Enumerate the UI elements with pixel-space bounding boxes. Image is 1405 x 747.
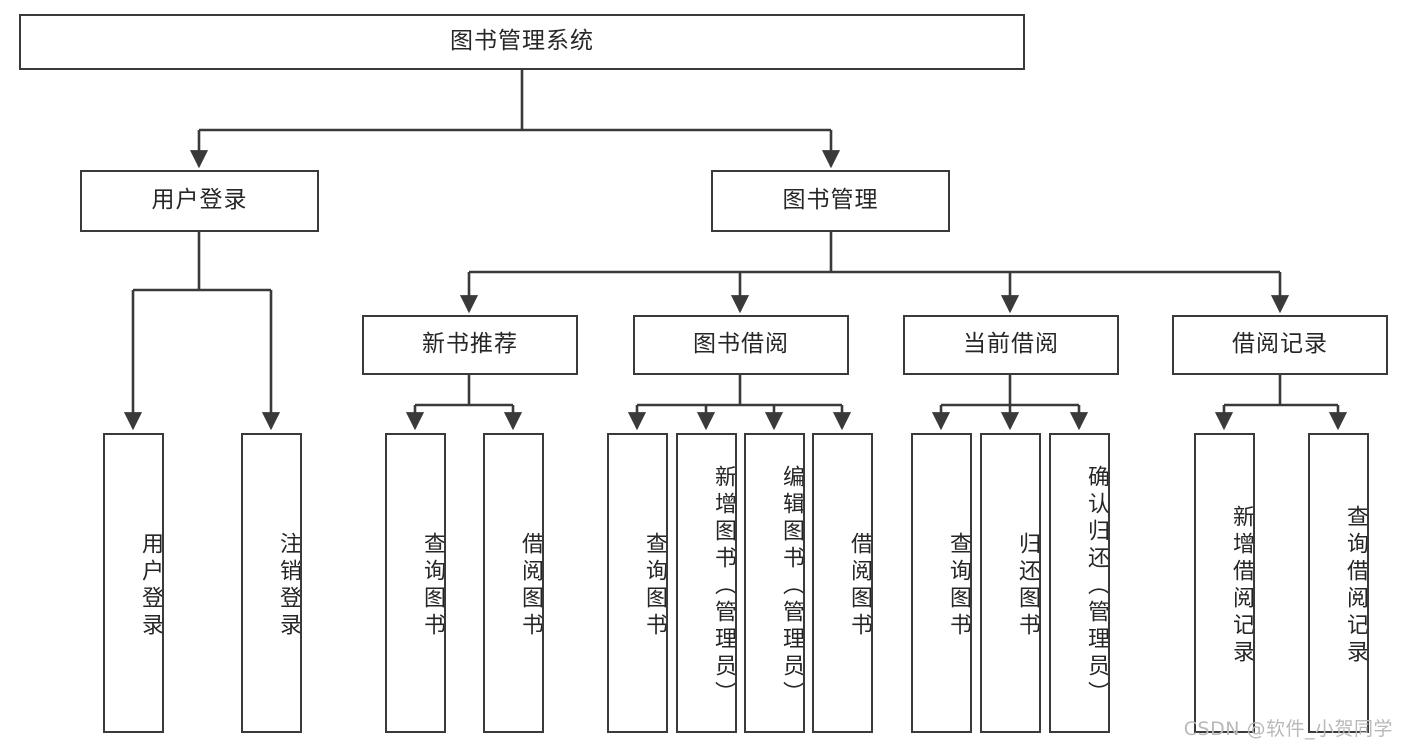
watermark-text: CSDN @软件_小贺同学 <box>1183 718 1393 740</box>
leaf-borrow-record-query-record[interactable]: 查询借阅记录 <box>1308 433 1369 733</box>
node-label: 新增借阅记录 <box>1229 505 1254 667</box>
leaf-current-borrow-confirm-return-admin[interactable]: 确认归还（管理员） <box>1049 433 1110 733</box>
node-new-book-recommend[interactable]: 新书推荐 <box>362 315 578 375</box>
node-label: 图书借阅 <box>693 331 789 358</box>
node-label: 用户登录 <box>138 532 163 640</box>
leaf-current-borrow-return-book[interactable]: 归还图书 <box>980 433 1041 733</box>
node-label: 新增图书（管理员） <box>711 464 736 708</box>
node-root-book-management-system[interactable]: 图书管理系统 <box>19 14 1025 70</box>
leaf-new-book-query-book[interactable]: 查询图书 <box>385 433 446 733</box>
leaf-current-borrow-query-book[interactable]: 查询图书 <box>911 433 972 733</box>
node-label: 归还图书 <box>1015 532 1040 640</box>
node-label: 图书管理系统 <box>450 28 594 55</box>
node-label: 当前借阅 <box>963 331 1059 358</box>
leaf-book-borrow-add-book-admin[interactable]: 新增图书（管理员） <box>676 433 737 733</box>
node-label: 图书管理 <box>782 187 879 214</box>
node-label: 借阅记录 <box>1232 331 1328 358</box>
node-label: 查询图书 <box>420 532 445 640</box>
node-book-borrow[interactable]: 图书借阅 <box>633 315 849 375</box>
node-label: 查询借阅记录 <box>1343 505 1368 667</box>
node-label: 借阅图书 <box>518 532 543 640</box>
node-label: 编辑图书（管理员） <box>779 464 804 708</box>
node-label: 用户登录 <box>151 187 248 214</box>
leaf-user-login-login[interactable]: 用户登录 <box>103 433 164 733</box>
node-current-borrow[interactable]: 当前借阅 <box>903 315 1119 375</box>
node-label: 查询图书 <box>946 532 971 640</box>
leaf-new-book-borrow-book[interactable]: 借阅图书 <box>483 433 544 733</box>
node-label: 借阅图书 <box>847 532 872 640</box>
node-label: 注销登录 <box>276 532 301 640</box>
node-book-management[interactable]: 图书管理 <box>711 170 950 232</box>
leaf-book-borrow-edit-book-admin[interactable]: 编辑图书（管理员） <box>744 433 805 733</box>
node-user-login[interactable]: 用户登录 <box>80 170 319 232</box>
node-label: 新书推荐 <box>422 331 518 358</box>
leaf-book-borrow-query-book[interactable]: 查询图书 <box>607 433 668 733</box>
leaf-book-borrow-borrow-book[interactable]: 借阅图书 <box>812 433 873 733</box>
leaf-user-login-logout[interactable]: 注销登录 <box>241 433 302 733</box>
node-borrow-record[interactable]: 借阅记录 <box>1172 315 1388 375</box>
node-label: 确认归还（管理员） <box>1084 464 1109 708</box>
leaf-borrow-record-add-record[interactable]: 新增借阅记录 <box>1194 433 1255 733</box>
node-label: 查询图书 <box>642 532 667 640</box>
